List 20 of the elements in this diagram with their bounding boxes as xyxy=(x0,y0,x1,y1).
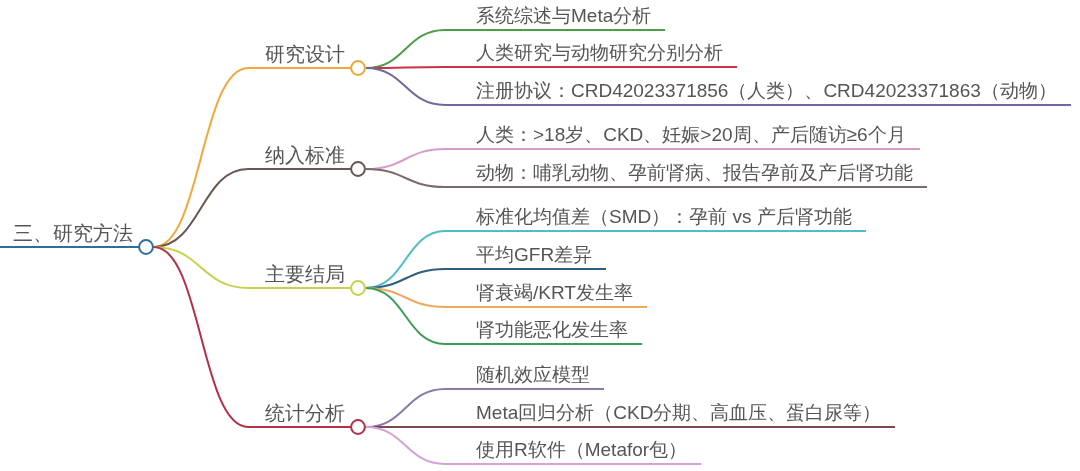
topic-text: 人类研究与动物研究分别分析 xyxy=(476,41,723,65)
topic-text: Meta回归分析（CKD分期、高血压、蛋白尿等） xyxy=(476,401,882,425)
topic-text: 肾功能恶化发生率 xyxy=(476,318,628,342)
topic-text: 肾衰竭/KRT发生率 xyxy=(476,281,633,305)
topic-text: 动物：哺乳动物、孕前肾病、报告孕前及产后肾功能 xyxy=(476,161,913,185)
topic-text: 随机效应模型 xyxy=(476,363,590,387)
connector xyxy=(152,246,250,428)
topic-text: 研究设计 xyxy=(265,42,345,66)
topic-text: 注册协议：CRD42023371856（人类）、CRD42023371863（动物） xyxy=(476,79,1057,103)
connector xyxy=(364,287,447,345)
connector xyxy=(364,168,447,188)
topic-text: 纳入标准 xyxy=(265,143,345,167)
topic-text: 标准化均值差（SMD）：孕前 vs 产后肾功能 xyxy=(476,205,852,229)
topic-text: 主要结局 xyxy=(265,262,345,286)
topic-text: 使用R软件（Metafor包） xyxy=(476,438,688,462)
topic-text: 人类：>18岁、CKD、妊娠>20周、产后随访≥6个月 xyxy=(476,123,906,147)
topic-text: 平均GFR差异 xyxy=(476,243,593,267)
topic-text: 三、研究方法 xyxy=(13,221,133,245)
topic-text: 系统综述与Meta分析 xyxy=(476,4,652,28)
topic-text: 统计分析 xyxy=(265,401,345,425)
